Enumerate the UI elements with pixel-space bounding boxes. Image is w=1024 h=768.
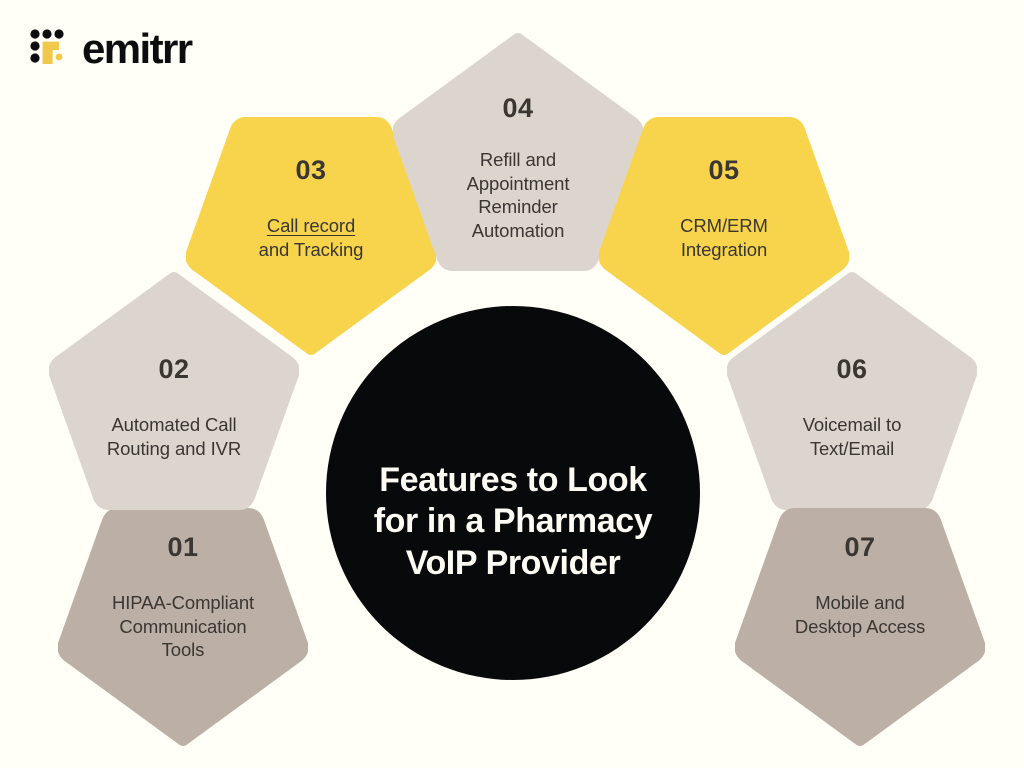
pentagon-shape — [727, 272, 977, 510]
step-card-01[interactable]: 01 HIPAA-Compliant Communication Tools — [58, 508, 308, 746]
center-circle: Features to Look for in a Pharmacy VoIP … — [326, 306, 700, 680]
pentagon-shape — [58, 508, 308, 746]
pentagon-shape — [49, 272, 299, 510]
page-title: Features to Look for in a Pharmacy VoIP … — [373, 460, 653, 582]
pentagon-shape — [735, 508, 985, 746]
pentagon-shape — [393, 33, 643, 271]
brand-logo[interactable]: emitrr — [28, 25, 193, 72]
step-card-06[interactable]: 06 Voicemail to Text/Email — [727, 272, 977, 510]
pentagon-shape — [186, 117, 436, 355]
step-card-07[interactable]: 07 Mobile and Desktop Access — [735, 508, 985, 746]
dot-grid-logo-icon — [30, 29, 64, 64]
brand-wordmark: emitrr — [82, 25, 193, 72]
pentagon-shape — [599, 117, 849, 355]
